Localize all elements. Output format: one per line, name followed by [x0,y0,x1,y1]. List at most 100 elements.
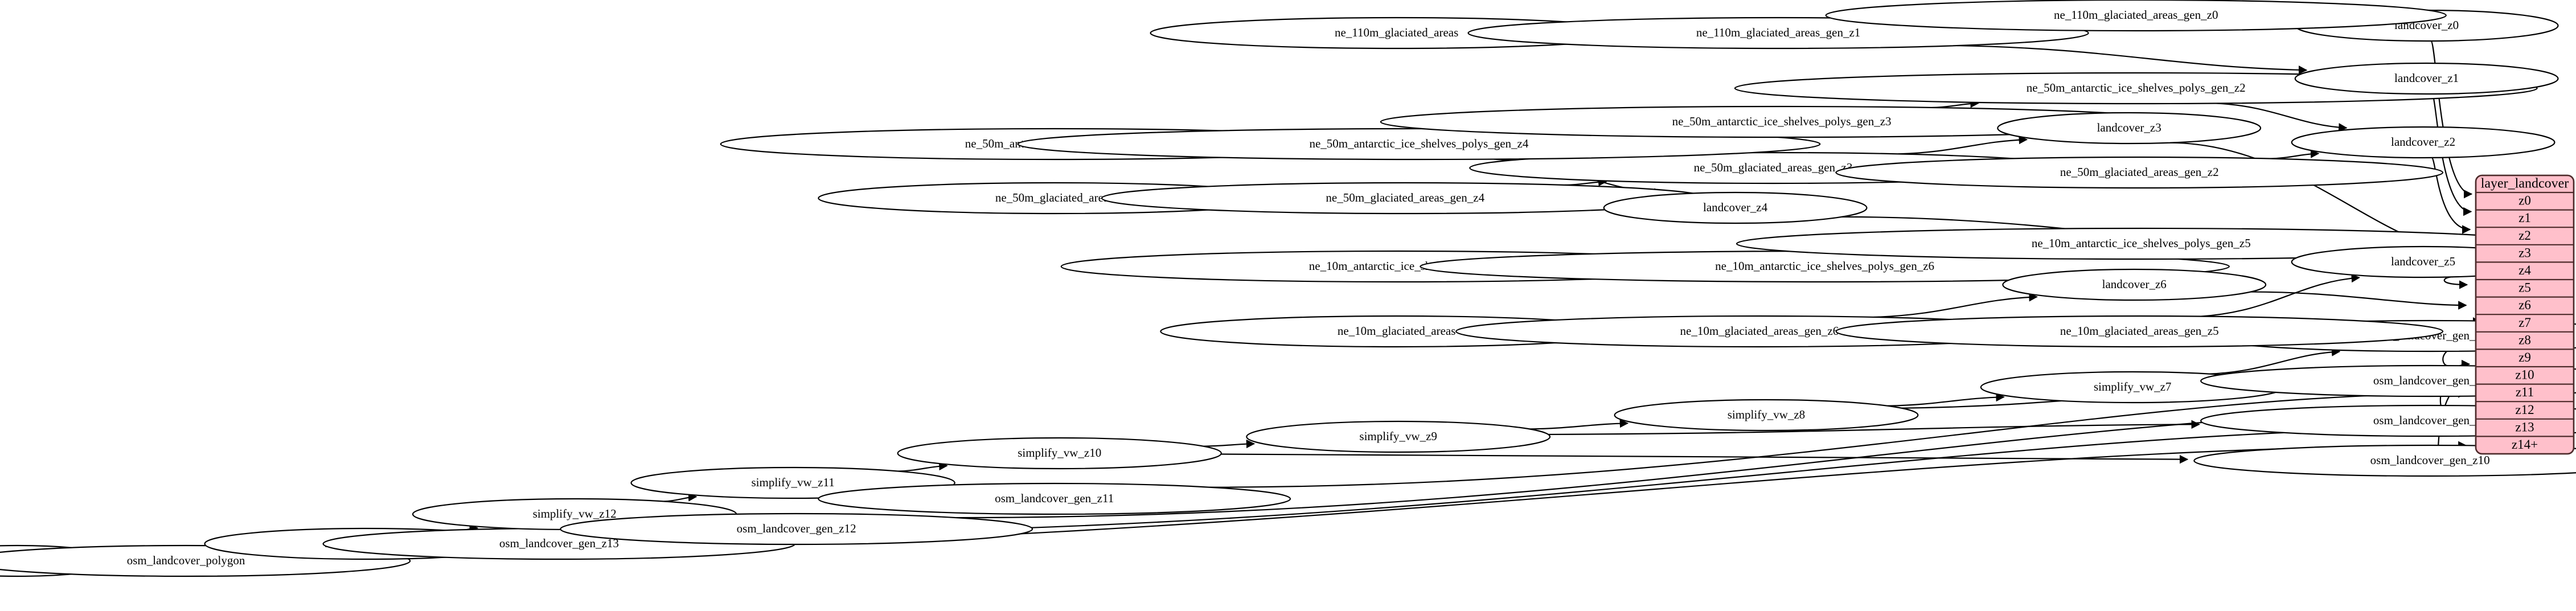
edge-landcover_z0-to-layer_landcover-z0 [2430,40,2473,199]
node-label: ne_50m_antarctic_ice_shelves_polys_gen_z… [2027,81,2246,95]
node-ellipse[interactable] [1614,399,1919,432]
layer-table-row-z3[interactable]: z3 [2518,245,2531,260]
edge-ne_10m_glaciated_areas_gen_z5-to-landcover_z5 [2201,273,2360,317]
edge-ne_50m_antarctic_ice_shelves_polys_gen_z2-to-landcover_z2 [2216,102,2348,132]
node-label: ne_110m_glaciated_areas [1335,26,1458,39]
edge-simplify_vw_z9-to-simplify_vw_z8 [1529,419,1629,430]
node-osm_landcover_gen_z12[interactable]: osm_landcover_gen_z12 [560,512,1033,546]
node-label: landcover_z2 [2391,135,2455,149]
layer-table-row-z9[interactable]: z9 [2518,350,2531,364]
node-label: osm_landcover_gen_z12 [737,522,856,535]
edge-simplify_vw_z10-to-osm_landcover_gen_z10 [1221,453,2189,464]
layer-table-row-z12[interactable]: z12 [2515,403,2534,417]
node-label: ne_10m_antarctic_ice_shelves_polys_gen_z… [2032,236,2251,250]
node-label: simplify_vw_z12 [533,507,617,520]
node-label: landcover_z1 [2394,71,2459,85]
edge-simplify_vw_z11-to-simplify_vw_z10 [898,461,948,472]
edge-ne_50m_glaciated_areas_gen_z2-to-landcover_z2 [2270,149,2320,159]
node-ellipse[interactable] [1997,112,2262,145]
node-label: ne_10m_glaciated_areas_gen_z6 [1680,324,1839,338]
node-label: landcover_z3 [2097,121,2161,134]
edge-simplify_vw_z10-to-simplify_vw_z9 [1203,439,1256,449]
node-landcover_z3[interactable]: landcover_z3 [1997,112,2262,145]
layer-table-outline [2475,174,2575,455]
node-label: simplify_vw_z9 [1359,429,1437,443]
node-landcover_z2[interactable]: landcover_z2 [2291,126,2556,159]
edge-osm_landcover_gen_z13-to-layer_landcover-z13 [732,424,2467,534]
layer-table-header: layer_landcover [2481,177,2569,191]
node-label: osm_landcover_gen_z13 [499,536,619,550]
node-label: landcover_z5 [2391,255,2455,268]
node-label: ne_110m_glaciated_areas_gen_z1 [1696,26,1860,39]
node-label: ne_50m_glaciated_areas_gen_z4 [1326,191,1484,204]
node-ne_50m_glaciated_areas_gen_z2[interactable]: ne_50m_glaciated_areas_gen_z2 [1835,156,2444,189]
node-label: ne_50m_glaciated_areas [995,191,1114,204]
node-label: ne_50m_glaciated_areas_gen_z3 [1694,161,1853,174]
node-simplify_vw_z8[interactable]: simplify_vw_z8 [1614,399,1919,432]
layer-table-row-z4[interactable]: z4 [2518,263,2531,277]
node-label: osm_landcover_gen_z8 [2373,374,2487,387]
edge-simplify_vw_z7-to-osm_landcover_gen_z7 [2209,347,2341,375]
node-ne_50m_glaciated_areas_gen_z4[interactable]: ne_50m_glaciated_areas_gen_z4 [1101,182,1709,215]
node-label: osm_landcover_gen_z10 [2370,453,2490,467]
edge-ne_50m_glaciated_areas_gen_z4-to-ne_50m_glaciated_areas_gen_z3 [1564,177,1607,187]
node-ellipse[interactable] [1835,156,2444,189]
node-label: osm_landcover_gen_z9 [2373,413,2487,427]
node-ellipse[interactable] [2002,268,2267,301]
node-label: osm_landcover_polygon [127,553,245,567]
node-ellipse[interactable] [1246,420,1551,453]
node-ne_50m_antarctic_ice_shelves_polys_gen_z3[interactable]: ne_50m_antarctic_ice_shelves_polys_gen_z… [1380,105,2184,138]
node-landcover_z4[interactable]: landcover_z4 [1603,191,1868,224]
node-label: landcover_z4 [1703,200,1768,214]
nodes-layer: imposm3osm_landcover_polygonsimplify_vw_… [0,0,2576,577]
node-label: ne_50m_antarctic_ice_shelves_polys_gen_z… [1309,137,1528,150]
node-simplify_vw_z10[interactable]: simplify_vw_z10 [897,437,1222,470]
edge-ne_110m_glaciated_areas_gen_z1-to-landcover_z1 [1957,44,2308,75]
edge-landcover_z2-to-layer_landcover-z2 [2431,157,2471,234]
layer-table-row-z14+[interactable]: z14+ [2512,437,2538,452]
node-simplify_vw_z9[interactable]: simplify_vw_z9 [1246,420,1551,453]
node-ellipse[interactable] [818,482,1291,515]
node-label: ne_10m_glaciated_areas_gen_z5 [2060,324,2219,338]
node-label: ne_110m_glaciated_areas_gen_z0 [2054,8,2218,22]
node-ellipse[interactable] [560,512,1033,546]
edge-osm_landcover_gen_z11-to-layer_landcover-z11 [1209,389,2467,488]
node-label: ne_10m_glaciated_areas [1338,324,1456,338]
layer-table-row-z11[interactable]: z11 [2516,385,2534,399]
node-landcover_z1[interactable]: landcover_z1 [2294,62,2559,95]
layer-table-row-z1[interactable]: z1 [2518,211,2531,225]
edge-ne_10m_glaciated_areas_gen_z6-to-landcover_z6 [1873,293,2038,318]
node-ellipse[interactable] [2294,62,2559,95]
node-ne_10m_glaciated_areas_gen_z5[interactable]: ne_10m_glaciated_areas_gen_z5 [1835,315,2444,348]
layer-table-row-z7[interactable]: z7 [2518,315,2531,330]
layer-table-row-z0[interactable]: z0 [2518,194,2531,208]
node-label: simplify_vw_z11 [752,475,835,489]
node-ne_110m_glaciated_areas_gen_z0[interactable]: ne_110m_glaciated_areas_gen_z0 [1825,0,2447,32]
layer-landcover-table: layer_landcover z0 z1 z2 z3 z4 z5 z6 z7 z8 z9 z10 z1… [2475,174,2575,455]
node-ellipse[interactable] [1825,0,2447,32]
layer-table-row-z5[interactable]: z5 [2518,281,2531,295]
edge-landcover_z5-to-layer_landcover-z5 [2443,276,2468,289]
node-label: simplify_vw_z8 [1728,408,1806,421]
node-ellipse[interactable] [897,437,1222,470]
layer-table-row-z8[interactable]: z8 [2518,333,2531,347]
node-label: landcover_z6 [2102,277,2167,291]
edge-landcover_z6-to-layer_landcover-z6 [2250,291,2467,310]
layer-table-row-z13[interactable]: z13 [2515,420,2534,434]
node-landcover_z6[interactable]: landcover_z6 [2002,268,2267,301]
layer-table-row-z10[interactable]: z10 [2515,368,2534,382]
layer-table-row-z2[interactable]: z2 [2518,228,2531,243]
node-label: ne_50m_antarctic_ice_shelves_polys_gen_z… [1672,114,1892,128]
node-ellipse[interactable] [1603,191,1868,224]
edge-ne_50m_glaciated_areas_gen_z3-to-landcover_z3 [1898,135,2028,155]
edge-ne_50m_antarctic_ice_shelves_polys_gen_z3-to-ne_50m_antarctic_ice_shelves_polys_gen_z2 [1932,99,1979,109]
node-osm_landcover_gen_z11[interactable]: osm_landcover_gen_z11 [818,482,1291,515]
node-label: simplify_vw_z10 [1018,446,1101,460]
node-ellipse[interactable] [2291,126,2556,159]
node-label: ne_50m_glaciated_areas_gen_z2 [2060,165,2219,179]
edge-simplify_vw_z9-to-osm_landcover_gen_z9 [1548,420,2200,436]
layer-table-row-z6[interactable]: z6 [2518,298,2531,312]
node-label: osm_landcover_gen_z11 [995,491,1114,505]
node-ellipse[interactable] [1835,315,2444,348]
